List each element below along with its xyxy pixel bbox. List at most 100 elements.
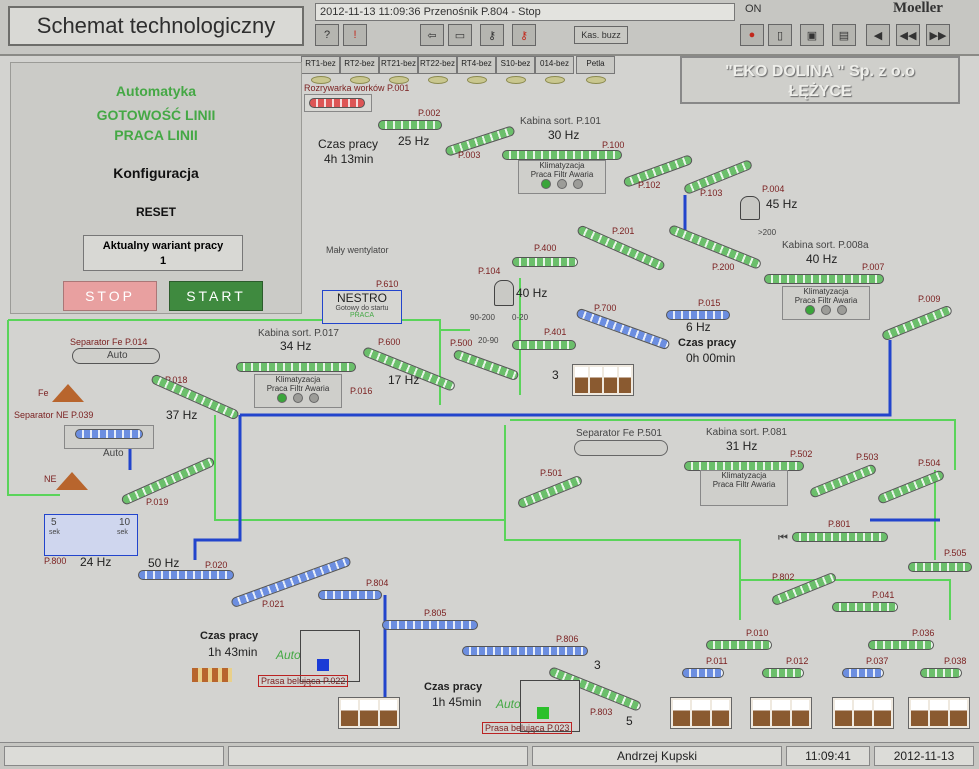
pipe [193, 415, 242, 560]
kabina101-label: Kabina sort. P.101 [520, 116, 601, 127]
czas-pracy-label: Czas pracy [678, 337, 737, 349]
sek-unit: sek [49, 529, 60, 536]
ne-label: NE [44, 474, 57, 484]
press022-mode: Auto [276, 648, 301, 662]
tab-s10[interactable]: S10-bez [496, 56, 535, 74]
conveyor-p806[interactable] [462, 646, 588, 656]
copy-button[interactable]: ▤ [832, 24, 856, 46]
conveyor-p100[interactable] [502, 150, 622, 160]
stop-alarm-button[interactable]: ● [740, 24, 764, 46]
czas-pracy-label: Czas pracy [200, 630, 259, 642]
p501-label: P.501 [540, 468, 563, 478]
press-p022[interactable] [300, 630, 360, 682]
rozrywarka-p001[interactable] [304, 94, 372, 112]
bin-p700 [572, 364, 634, 396]
awaria-label: Awaria [304, 384, 330, 393]
tab-rt21[interactable]: RT21-bez [379, 56, 418, 74]
bin-p037 [832, 697, 894, 729]
tab-rt2[interactable]: RT2-bez [340, 56, 379, 74]
key-red-button[interactable]: ⚷ [512, 24, 536, 46]
company-name: "EKO DOLINA " Sp. z o.o [725, 63, 915, 80]
rewind-button[interactable]: ◀◀ [896, 24, 920, 46]
tab-indicator [311, 76, 331, 84]
press-p023[interactable] [520, 680, 580, 732]
pipe [510, 278, 956, 470]
configuration-button[interactable]: Konfiguracja [113, 165, 199, 181]
start-button[interactable]: START [169, 281, 263, 311]
p007-label: P.007 [862, 262, 885, 272]
line-ready-label: GOTOWOŚĆ LINII [96, 107, 216, 123]
kabina017-speed: 34 Hz [280, 339, 312, 353]
screen-button[interactable]: ▣ [800, 24, 824, 46]
bin-p011 [670, 697, 732, 729]
kabina008a-panel[interactable]: Klimatyzacja Praca Filtr Awaria [782, 286, 870, 320]
conveyor-p037[interactable] [842, 668, 884, 678]
kabina081-label: Kabina sort. P.081 [706, 427, 787, 438]
conveyor-p012[interactable] [762, 668, 804, 678]
variant-box: Aktualny wariant pracy 1 [83, 235, 243, 271]
nestro-unit[interactable]: NESTRO Gotowy do startu PRACA [322, 290, 402, 324]
conveyor-p400[interactable] [512, 257, 578, 267]
rozrywarka-label: Rozrywarka worków P.001 [304, 83, 410, 93]
tab-rt22[interactable]: RT22-bez [418, 56, 457, 74]
tab-rt1[interactable]: RT1-bez [301, 56, 340, 74]
kabina101-panel[interactable]: Klimatyzacja Praca Filtr Awaria [518, 160, 606, 194]
buffer-p800[interactable]: 5 10 sek sek [44, 514, 138, 556]
alarm-button[interactable]: ! [343, 24, 367, 46]
variant-value: 1 [159, 255, 167, 267]
key-button[interactable]: ⚷ [480, 24, 504, 46]
prev-button[interactable]: ◀ [866, 24, 890, 46]
praca-label: Praca [530, 170, 552, 179]
czas-pracy-label: Czas pracy [318, 137, 379, 151]
separator-fe-014[interactable]: Auto [72, 348, 160, 364]
p401-label: P.401 [544, 327, 567, 337]
conveyor-p038[interactable] [920, 668, 962, 678]
conveyor-p010[interactable] [706, 640, 772, 650]
exit-button[interactable]: ⇦ [420, 24, 444, 46]
stop-marker-icon: ⏮ [778, 532, 788, 544]
kas-buzz-button[interactable]: Kas. buzz [574, 26, 628, 44]
klimatyzacja-label: Klimatyzacja [721, 471, 767, 480]
czas-pracy-value: 0h 00min [686, 351, 736, 365]
bin-p804 [338, 697, 400, 729]
separator-ne-039[interactable]: Auto [64, 425, 154, 459]
tab-petla[interactable]: Petla [576, 56, 615, 74]
conveyor-p505[interactable] [908, 562, 972, 572]
tab-rt4[interactable]: RT4-bez [457, 56, 496, 74]
conveyor-p805[interactable] [382, 620, 478, 630]
p805-label: P.805 [424, 608, 447, 618]
help-button[interactable]: ? [315, 24, 339, 46]
conveyor-p007[interactable] [764, 274, 884, 284]
conveyor-p041[interactable] [832, 602, 898, 612]
monitor-button[interactable]: ▭ [448, 24, 472, 46]
conveyor-p804[interactable] [318, 590, 382, 600]
filtr-label: Filtr [553, 170, 568, 179]
window-button[interactable]: ▯ [768, 24, 792, 46]
screen-drum-p104[interactable] [494, 280, 514, 306]
tab-014[interactable]: 014-bez [535, 56, 574, 74]
forward-button[interactable]: ▶▶ [926, 24, 950, 46]
screen-drum-p004[interactable] [740, 196, 760, 220]
conveyor-p036[interactable] [868, 640, 934, 650]
pipe [214, 415, 741, 620]
reset-button[interactable]: RESET [135, 205, 176, 219]
p504-label: P.504 [918, 458, 941, 468]
stop-button[interactable]: STOP [63, 281, 157, 311]
conveyor-p011[interactable] [682, 668, 724, 678]
conveyor-p801[interactable] [792, 532, 888, 542]
double-right-icon: ▶▶ [929, 29, 947, 42]
fe-label: Fe [38, 388, 49, 398]
kabina017-panel[interactable]: Klimatyzacja Praca Filtr Awaria [254, 374, 342, 408]
press023-mode: Auto [496, 697, 521, 711]
conveyor-p020[interactable] [138, 570, 234, 580]
separator-fe-501[interactable] [574, 440, 668, 456]
conveyor-p401[interactable] [512, 340, 576, 350]
p502-label: P.502 [790, 449, 813, 459]
czas-pracy-value: 1h 45min [432, 695, 482, 709]
conveyor-p015[interactable] [666, 310, 730, 320]
conveyor-p002[interactable] [378, 120, 442, 130]
kabina081-panel[interactable]: Klimatyzacja Praca Filtr Awaria [700, 470, 788, 506]
conveyor-p017[interactable] [236, 362, 356, 372]
triangle-left-icon: ◀ [873, 29, 883, 42]
